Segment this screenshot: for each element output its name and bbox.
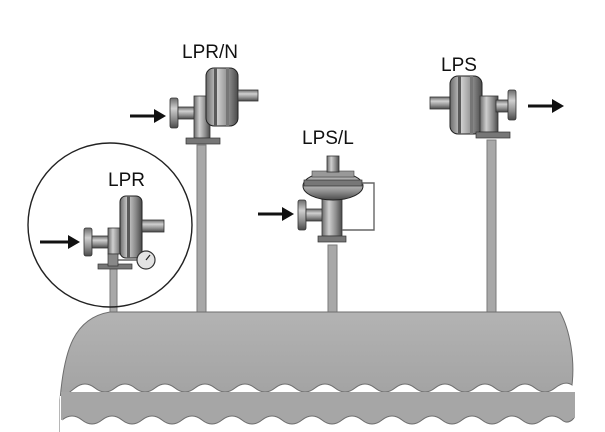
lpr-adjust-stem [141,219,165,233]
lps-l-inlet-flange [297,199,307,231]
lpr-valve [83,195,165,270]
lpr-n-diaphragm-housing [205,67,239,127]
pipe-lps [486,139,497,316]
lps-body [479,95,499,133]
lps-l-valve [297,155,375,243]
tank-roof [59,311,574,432]
magnifier-circle-icon [27,142,193,308]
lps-valve [429,75,517,139]
label-lpr: LPR [108,170,145,191]
pipe-lps-l [327,244,338,316]
lpr-n-adjust-stem [237,89,259,102]
lps-outlet-flange [507,89,517,121]
lpr-n-valve [169,67,259,145]
lps-l-body [321,195,343,237]
lps-l-top-stem [326,155,340,173]
lps-diaphragm-housing [449,75,483,135]
label-lpr-n: LPR/N [182,42,238,63]
label-lps-l: LPS/L [302,128,354,149]
lps-l-sense-line [342,182,375,231]
lpr-inlet-flange [83,227,93,257]
label-lps: LPS [441,55,477,76]
lps-stem-left [429,96,453,110]
pipe-lpr-n [196,144,207,316]
lpr-n-inlet-flange [169,97,179,129]
lpr-diaphragm-housing [119,195,143,259]
